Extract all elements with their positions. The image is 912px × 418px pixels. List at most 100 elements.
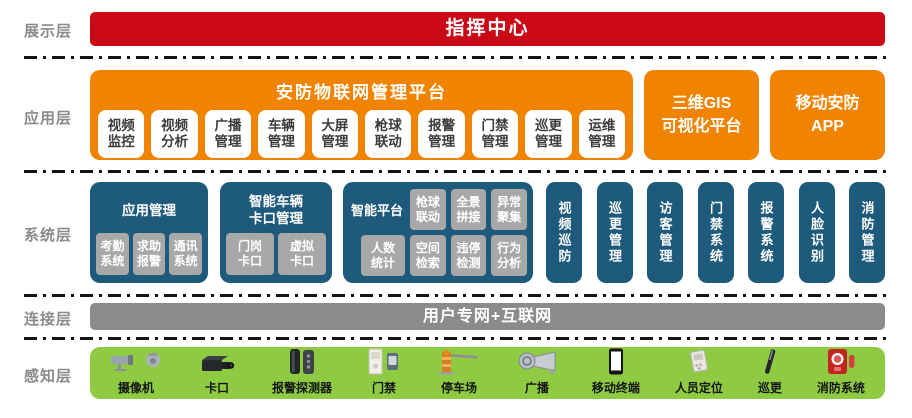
app-module: 巡更管理	[525, 110, 572, 158]
sys-chip: 全景拼接	[450, 189, 487, 230]
checkpoint-camera-icon	[197, 351, 237, 380]
device-access-control: 门禁	[367, 348, 401, 395]
group-title-text: 智能车辆卡口管理	[249, 194, 303, 226]
mobile-app-line1: 移动安防	[795, 94, 860, 112]
app-module-label: 大屏管理	[321, 117, 349, 149]
sys-chip-label: 求助报警	[137, 239, 162, 268]
app-module-label: 运维管理	[588, 117, 616, 149]
device-label: 摄像机	[117, 380, 154, 395]
sys-chip: 通讯系统	[169, 233, 203, 275]
app-module: 车辆管理	[258, 110, 305, 158]
fire-alarm-icon	[825, 348, 857, 380]
vehicle-checkpoint-group: 智能车辆卡口管理 门岗卡口 虚拟卡口	[220, 182, 332, 283]
mobile-app-block: 移动安防 APP	[770, 70, 885, 160]
app-module-label: 视频分析	[161, 117, 189, 149]
app-module-label: 枪球联动	[374, 117, 402, 149]
sys-chip-label: 全景拼接	[456, 194, 481, 224]
group-title: 应用管理	[122, 202, 176, 218]
sys-chip-label: 人数统计	[371, 240, 396, 270]
sys-chip-label: 空间检索	[415, 240, 440, 270]
app-module: 报警管理	[418, 110, 465, 158]
camera-icon	[110, 351, 140, 380]
sys-chip: 行为分析	[491, 235, 527, 276]
device-label: 人员定位	[674, 380, 723, 395]
sys-chip-label: 门岗卡口	[238, 239, 263, 268]
sys-chip: 异常聚集	[491, 189, 527, 230]
layer-label-system: 系统层	[24, 227, 73, 244]
layer-label-application: 应用层	[24, 110, 73, 127]
mobile-terminal-icon	[608, 348, 624, 380]
layer-label-display: 展示层	[24, 23, 73, 40]
iot-platform-block: 安防物联网管理平台 视频监控 视频分析 广播管理 车辆管理 大屏管理 枪球联动 …	[90, 70, 633, 160]
chip-strip: 考勤系统 求助报警 通讯系统	[96, 233, 203, 275]
gis-platform-line2: 可视化平台	[661, 118, 742, 135]
perception-bar: 摄像机 卡口	[90, 347, 885, 399]
parking-barrier-icon	[436, 348, 482, 380]
group-title: 智能车辆卡口管理	[226, 189, 326, 233]
app-module: 运维管理	[578, 110, 626, 158]
sys-chip-label: 考勤系统	[100, 239, 125, 268]
sys-chip: 虚拟卡口	[278, 233, 326, 275]
personnel-positioning-icon	[684, 348, 714, 380]
device-parking: 停车场	[436, 349, 482, 395]
chip-strip: 门岗卡口 虚拟卡口	[226, 233, 326, 275]
app-module-label: 视频监控	[107, 117, 135, 149]
sys-chip-label: 违停检测	[456, 240, 481, 270]
device-label: 报警探测器	[271, 380, 332, 395]
sys-chip: 违停检测	[450, 235, 487, 276]
sys-chip-label: 枪球联动	[415, 194, 440, 224]
sys-pill-video-patrol: 视频巡防	[546, 182, 582, 283]
layer-label-perception: 感知层	[24, 368, 73, 385]
sys-chip: 枪球联动	[410, 189, 446, 230]
sys-chip: 门岗卡口	[226, 233, 274, 275]
sys-pill-visitor-mgmt: 访客管理	[647, 182, 683, 283]
separator-line	[24, 294, 888, 297]
app-module-label: 广播管理	[214, 117, 242, 149]
module-strip: 视频监控 视频分析 广播管理 车辆管理 大屏管理 枪球联动 报警管理 门禁管理 …	[90, 110, 633, 158]
sys-chip-label: 异常聚集	[497, 194, 522, 224]
system-pill-strip: 视频巡防 巡更管理 访客管理 门禁系统 报警系统 人脸识别 消防管理	[546, 182, 885, 283]
sys-pill-patrol-mgmt: 巡更管理	[596, 182, 633, 283]
separator-line	[24, 56, 888, 59]
device-label: 停车场	[440, 380, 477, 395]
gis-platform-line1: 三维GIS	[671, 94, 732, 112]
command-center-banner: 指挥中心	[90, 12, 885, 46]
app-module: 枪球联动	[365, 110, 412, 158]
layer-label-connection: 连接层	[24, 311, 73, 328]
dome-camera-icon	[144, 351, 162, 380]
app-module: 视频分析	[151, 110, 198, 158]
app-module: 广播管理	[204, 110, 252, 158]
app-module: 大屏管理	[311, 110, 359, 158]
separator-line	[24, 337, 888, 340]
sys-pill-alarm-system: 报警系统	[748, 182, 784, 283]
sys-chip-label: 通讯系统	[173, 239, 198, 268]
patrol-wand-icon	[761, 348, 779, 380]
device-alarm-detector: 报警探测器	[271, 348, 332, 395]
alarm-detector-icon	[287, 348, 317, 380]
app-module-label: 门禁管理	[481, 117, 509, 149]
sys-chip: 求助报警	[132, 233, 166, 275]
sys-chip-label: 行为分析	[497, 240, 522, 270]
smart-platform-group: 智能平台 枪球联动 全景拼接 异常聚集 人数统计 空间检索 违停检测 行为分析	[343, 182, 533, 283]
sys-chip: 考勤系统	[96, 233, 129, 275]
sys-chip: 人数统计	[361, 235, 405, 276]
application-management-group: 应用管理 考勤系统 求助报警 通讯系统	[90, 182, 208, 283]
app-module: 视频监控	[98, 110, 145, 158]
device-label: 移动终端	[591, 380, 640, 395]
device-label: 门禁	[371, 380, 396, 395]
app-module-label: 巡更管理	[534, 117, 562, 149]
device-mobile-terminal: 移动终端	[591, 348, 640, 395]
device-patrol: 巡更	[757, 348, 782, 395]
sys-chip: 空间检索	[410, 235, 446, 276]
gis-platform-block: 三维GIS 可视化平台	[644, 70, 759, 160]
app-module: 门禁管理	[471, 110, 519, 158]
platform-title: 安防物联网管理平台	[276, 83, 447, 102]
device-label: 巡更	[757, 380, 782, 395]
device-camera: 摄像机	[110, 351, 162, 395]
sys-chip-label: 虚拟卡口	[290, 239, 315, 268]
device-broadcast: 广播	[517, 350, 557, 395]
app-module-label: 车辆管理	[267, 117, 295, 149]
device-label: 广播	[524, 380, 549, 395]
device-personnel-positioning: 人员定位	[674, 349, 723, 395]
device-label: 消防系统	[816, 380, 865, 395]
